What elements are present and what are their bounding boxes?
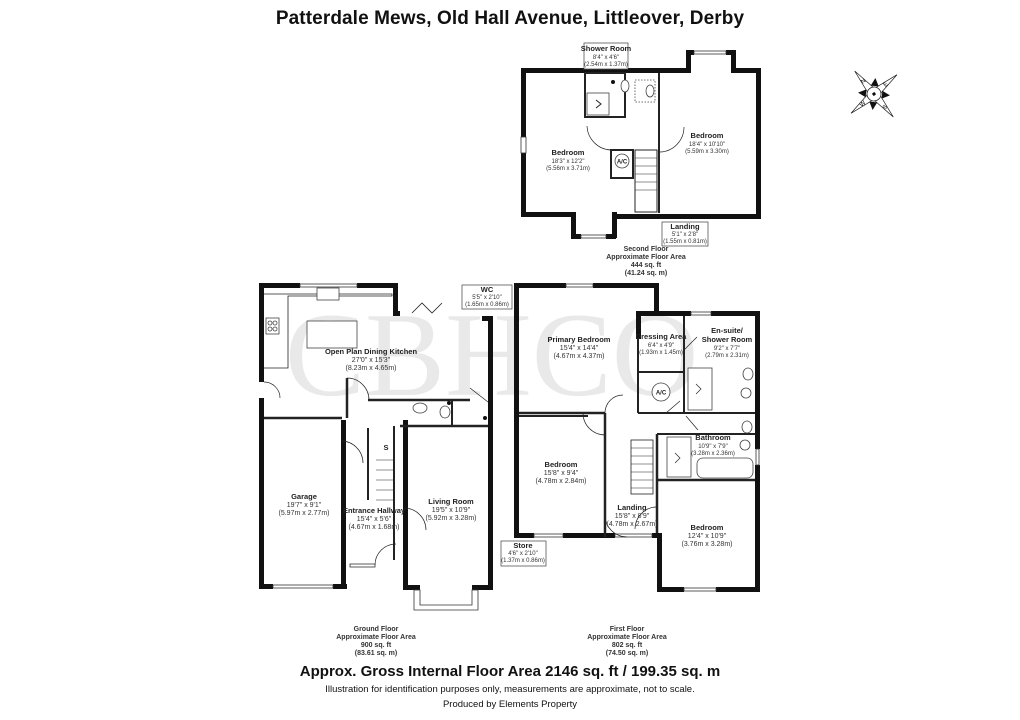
svg-text:5'5" x 2'10": 5'5" x 2'10": [472, 295, 502, 301]
svg-text:(8.23m x 4.65m): (8.23m x 4.65m): [346, 365, 397, 372]
ground-floor-plan: S Open Plan Dining Kitchen 27'0" x 15'3"…: [259, 283, 513, 657]
svg-text:5'1" x 2'8": 5'1" x 2'8": [672, 232, 698, 238]
svg-text:(5.59m x 3.30m): (5.59m x 3.30m): [685, 149, 729, 155]
svg-text:15'4" x 5'6": 15'4" x 5'6": [357, 516, 392, 523]
svg-text:S: S: [882, 104, 889, 111]
stairs-mark: S: [383, 443, 388, 452]
svg-text:Shower Room: Shower Room: [702, 335, 753, 344]
room-bedroom-2f-right-name: Bedroom: [691, 131, 724, 140]
svg-text:(3.28m x 2.36m): (3.28m x 2.36m): [691, 451, 735, 457]
compass-rose-icon: N E S W: [850, 70, 898, 118]
svg-text:(4.67m x 4.37m): (4.67m x 4.37m): [554, 353, 605, 360]
svg-text:(2.79m x 2.31m): (2.79m x 2.31m): [705, 353, 749, 359]
svg-text:18'3" x 12'2": 18'3" x 12'2": [552, 159, 585, 165]
first-floor-plan: A/C Primary Bedroom 15'4" x 14'4" (4.67m…: [500, 283, 760, 657]
svg-text:E: E: [883, 82, 890, 89]
room-living-name: Living Room: [428, 497, 474, 506]
room-shower-room-name: Shower Room: [581, 44, 632, 53]
svg-text:(4.78m x 2.84m): (4.78m x 2.84m): [536, 478, 587, 485]
svg-text:(4.78m x 2.67m): (4.78m x 2.67m): [607, 521, 658, 528]
svg-text:N: N: [860, 78, 867, 85]
svg-text:(5.97m x 2.77m): (5.97m x 2.77m): [279, 510, 330, 517]
ground-floor-name: Ground Floor: [354, 626, 399, 633]
svg-text:Approximate Floor Area: Approximate Floor Area: [606, 254, 686, 261]
svg-text:(5.92m x 3.28m): (5.92m x 3.28m): [426, 515, 477, 522]
svg-text:10'9" x 7'9": 10'9" x 7'9": [698, 444, 728, 450]
svg-text:27'0" x 15'3": 27'0" x 15'3": [352, 357, 391, 364]
svg-text:Approximate Floor Area: Approximate Floor Area: [336, 634, 416, 641]
room-landing-1f-name: Landing: [617, 503, 647, 512]
svg-text:(1.65m x 0.86m): (1.65m x 0.86m): [465, 302, 509, 308]
svg-text:444 sq. ft: 444 sq. ft: [631, 262, 662, 269]
room-bathroom-name: Bathroom: [695, 433, 731, 442]
svg-text:19'5" x 10'9": 19'5" x 10'9": [432, 507, 471, 514]
second-floor-name: Second Floor: [624, 246, 669, 253]
room-ensuite-name: En-suite/: [711, 326, 744, 335]
svg-text:(41.24 sq. m): (41.24 sq. m): [625, 270, 667, 277]
first-floor-name: First Floor: [610, 626, 645, 633]
svg-text:802 sq. ft: 802 sq. ft: [612, 642, 643, 649]
room-landing-2f-name: Landing: [670, 222, 700, 231]
room-kitchen-name: Open Plan Dining Kitchen: [325, 347, 418, 356]
room-bedroom-1f-mid-name: Bedroom: [545, 460, 578, 469]
svg-text:(1.37m x 0.86m): (1.37m x 0.86m): [501, 558, 545, 564]
room-bedroom-2f-left-name: Bedroom: [552, 148, 585, 157]
room-wc-name: WC: [481, 285, 494, 294]
svg-text:900 sq. ft: 900 sq. ft: [361, 642, 392, 649]
second-floor-plan: A/C Shower Room 8'4" x 4'6" (2.54m x 1.3…: [520, 42, 761, 277]
svg-text:(2.54m x 1.37m): (2.54m x 1.37m): [584, 62, 628, 68]
svg-text:(5.56m x 3.71m): (5.56m x 3.71m): [546, 166, 590, 172]
svg-text:15'4" x 14'4": 15'4" x 14'4": [560, 345, 599, 352]
room-hallway-name: Entrance Hallway: [343, 506, 406, 515]
svg-text:15'8" x 9'4": 15'8" x 9'4": [544, 470, 579, 477]
room-bedroom-1f-right-name: Bedroom: [691, 523, 724, 532]
svg-text:9'2" x 7'7": 9'2" x 7'7": [714, 346, 740, 352]
svg-text:4'6" x 2'10": 4'6" x 2'10": [508, 551, 538, 557]
svg-text:6'4" x 4'9": 6'4" x 4'9": [648, 343, 674, 349]
svg-text:(83.61 sq. m): (83.61 sq. m): [355, 650, 397, 657]
svg-text:Approximate Floor Area: Approximate Floor Area: [587, 634, 667, 641]
room-primary-bedroom-name: Primary Bedroom: [548, 335, 611, 344]
page-title: Patterdale Mews, Old Hall Avenue, Little…: [275, 8, 745, 29]
ac-label: A/C: [617, 160, 628, 166]
disclaimer: Illustration for identification purposes…: [325, 684, 695, 695]
svg-text:(1.55m x 0.81m): (1.55m x 0.81m): [663, 239, 707, 245]
producer-credit: Produced by Elements Property: [442, 699, 578, 710]
svg-text:15'8" x 8'9": 15'8" x 8'9": [615, 513, 650, 520]
gross-area-summary: Approx. Gross Internal Floor Area 2146 s…: [299, 663, 721, 680]
svg-text:(74.50 sq. m): (74.50 sq. m): [606, 650, 648, 657]
svg-text:(1.93m x 1.45m): (1.93m x 1.45m): [639, 350, 683, 356]
room-dressing-area-name: Dressing Area: [636, 332, 687, 341]
svg-text:19'7" x 9'1": 19'7" x 9'1": [287, 502, 322, 509]
svg-text:(3.76m x 3.28m): (3.76m x 3.28m): [682, 541, 733, 548]
room-garage-name: Garage: [291, 492, 317, 501]
ac-label-1f: A/C: [656, 391, 667, 397]
room-store-name: Store: [513, 541, 532, 550]
svg-text:8'4" x 4'6": 8'4" x 4'6": [593, 55, 619, 61]
svg-text:18'4" x 10'10": 18'4" x 10'10": [689, 142, 725, 148]
svg-text:W: W: [859, 100, 867, 108]
svg-text:12'4" x 10'9": 12'4" x 10'9": [688, 533, 727, 540]
svg-text:(4.67m x 1.68m): (4.67m x 1.68m): [349, 524, 400, 531]
